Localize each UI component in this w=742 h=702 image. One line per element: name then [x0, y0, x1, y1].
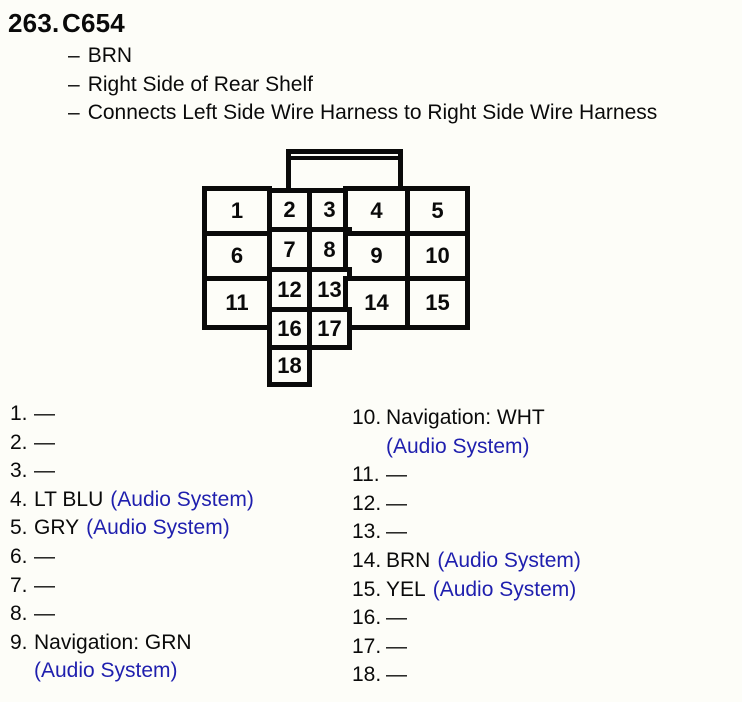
audio-system-link[interactable]: (Audio System): [34, 659, 178, 683]
pin-number-spacer: [352, 433, 378, 462]
audio-system-link[interactable]: (Audio System): [432, 577, 577, 601]
pin-value: —: [34, 402, 55, 425]
pin-number: 16.: [352, 606, 382, 630]
pin-number: 2.: [10, 430, 28, 454]
pin-number: 6.: [10, 544, 28, 568]
pin-value: YEL: [386, 577, 426, 601]
pin-number: 12.: [352, 491, 382, 515]
pin-row-9-continued: (Audio System): [10, 657, 340, 686]
pin-value: BRN: [386, 548, 431, 572]
pin-cavity-17: 17: [307, 307, 352, 350]
pin-cavity-4: 4: [343, 186, 410, 236]
pin-row-2: 2. —: [10, 429, 340, 458]
pin-cavity-16: 16: [267, 307, 312, 350]
pin-value: —: [386, 606, 407, 630]
audio-system-link[interactable]: (Audio System): [86, 516, 230, 540]
connector-latch-tab: [286, 149, 403, 192]
detail-text: Connects Left Side Wire Harness to Right…: [87, 101, 658, 125]
connector-id: C654: [62, 8, 125, 38]
detail-text: Right Side of Rear Shelf: [87, 72, 313, 96]
pin-list-right: 10. Navigation: WHT (Audio System) 11. —…: [352, 404, 737, 690]
pin-number: 5.: [10, 516, 28, 540]
audio-system-link[interactable]: (Audio System): [110, 487, 254, 511]
dash-bullet: –: [68, 44, 80, 67]
dash-bullet: –: [68, 72, 80, 96]
pin-cavity-10: 10: [405, 231, 470, 281]
pin-value: —: [34, 430, 55, 454]
pin-row-1: 1. —: [10, 400, 340, 429]
pin-row-6: 6. —: [10, 543, 340, 572]
pin-list-left: 1. — 2. — 3. — 4. LT BLU (Audio System) …: [10, 400, 340, 686]
pin-cavity-2: 2: [267, 188, 312, 232]
pin-row-10-continued: (Audio System): [352, 433, 737, 462]
pin-number-spacer: [10, 657, 26, 686]
pin-value: —: [34, 544, 55, 568]
pin-number: 1.: [10, 402, 28, 425]
pin-cavity-9: 9: [343, 231, 410, 281]
pin-cavity-18: 18: [267, 345, 312, 387]
pin-number: 14.: [352, 548, 382, 572]
pin-row-12: 12. —: [352, 490, 737, 519]
pin-cavity-7: 7: [267, 227, 312, 272]
pin-value: LT BLU: [34, 487, 104, 511]
pin-value: —: [386, 663, 407, 687]
pin-row-8: 8. —: [10, 600, 340, 629]
pin-value: —: [34, 573, 55, 597]
pin-number: 17.: [352, 634, 382, 658]
pin-value: —: [386, 634, 407, 658]
pin-number: 4.: [10, 487, 28, 511]
pin-row-9: 9. Navigation: GRN: [10, 629, 340, 658]
connector-details: – BRN – Right Side of Rear Shelf – Conne…: [68, 42, 657, 128]
pin-row-15: 15. YEL (Audio System): [352, 576, 737, 605]
dash-bullet: –: [68, 101, 80, 125]
connector-detail-location: – Right Side of Rear Shelf: [68, 71, 657, 100]
pin-number: 11.: [352, 463, 380, 487]
pin-cavity-5: 5: [405, 186, 470, 236]
pin-row-17: 17. —: [352, 633, 737, 662]
pin-cavity-11: 11: [202, 276, 272, 330]
pin-cavity-15: 15: [405, 276, 470, 330]
pin-row-5: 5. GRY (Audio System): [10, 514, 340, 543]
pin-value: —: [386, 491, 407, 515]
pin-number: 9.: [10, 630, 28, 654]
pin-number: 15.: [352, 577, 382, 601]
connector-index: 263.: [8, 8, 60, 38]
pin-cavity-12: 12: [267, 267, 312, 312]
pin-value: —: [386, 463, 407, 487]
pin-row-4: 4. LT BLU (Audio System): [10, 486, 340, 515]
pin-value: Navigation: WHT: [386, 406, 545, 429]
pin-row-14: 14. BRN (Audio System): [352, 547, 737, 576]
pin-row-16: 16. —: [352, 604, 737, 633]
pin-cavity-14: 14: [343, 276, 410, 330]
latch-tab-bar: [291, 156, 398, 160]
audio-system-link[interactable]: (Audio System): [437, 548, 581, 572]
page-title: 263.C654: [8, 8, 125, 39]
pin-row-3: 3. —: [10, 457, 340, 486]
pin-row-7: 7. —: [10, 572, 340, 601]
pin-value: Navigation: GRN: [34, 630, 192, 654]
pin-row-11: 11. —: [352, 461, 737, 490]
connector-detail-color: – BRN: [68, 42, 657, 71]
pin-row-18: 18. —: [352, 661, 737, 690]
pin-row-13: 13. —: [352, 518, 737, 547]
pin-cavity-1: 1: [202, 186, 272, 236]
pin-value: GRY: [34, 516, 80, 540]
pin-value: —: [34, 602, 55, 626]
pin-cavity-6: 6: [202, 231, 272, 281]
pin-value: —: [386, 520, 407, 544]
pin-number: 10.: [352, 406, 382, 429]
pin-row-10: 10. Navigation: WHT: [352, 404, 737, 433]
pin-number: 7.: [10, 573, 28, 597]
connector-detail-function: – Connects Left Side Wire Harness to Rig…: [68, 99, 657, 128]
pin-number: 18.: [352, 663, 382, 687]
detail-text: BRN: [87, 44, 133, 67]
pin-value: —: [34, 459, 55, 483]
pin-number: 8.: [10, 602, 28, 626]
pin-number: 3.: [10, 459, 28, 483]
audio-system-link[interactable]: (Audio System): [386, 434, 530, 458]
pin-number: 13.: [352, 520, 382, 544]
